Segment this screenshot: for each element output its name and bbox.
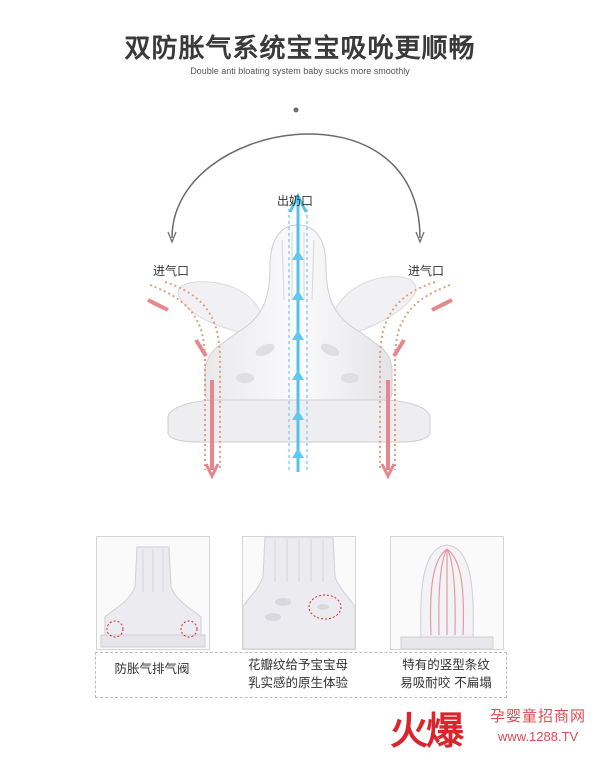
caption-petal: 花瓣纹给予宝宝母 乳实感的原生体验: [232, 656, 364, 692]
feature-thumb-stripes: [390, 536, 504, 650]
feature-captions-box: [95, 652, 507, 698]
air-inlet-right-label: 进气口: [408, 264, 445, 278]
valve-marker-left: [106, 620, 124, 638]
caption-valve: 防胀气排气阀: [114, 661, 190, 676]
watermark-logo: 火爆: [390, 708, 464, 753]
watermark-url: www.1288.TV: [498, 729, 579, 744]
feature-thumb-valve: [96, 536, 210, 650]
milk-outlet-label: 出奶口: [277, 194, 314, 208]
arc-left-arrowhead: [167, 231, 177, 244]
caption-stripes-line2: 易吸耐咬 不扁塌: [400, 675, 492, 690]
page-subtitle: Double anti bloating system baby sucks m…: [190, 66, 410, 76]
left-ghost-nipple: [177, 281, 263, 336]
valve-marker-right: [180, 620, 198, 638]
air-inlet-left-label: 进气口: [153, 264, 190, 278]
caption-stripes: 特有的竖型条纹 易吸耐咬 不扁塌: [384, 656, 508, 692]
caption-petal-line1: 花瓣纹给予宝宝母: [247, 657, 348, 672]
left-air-flow: [147, 281, 221, 480]
rotation-arc: [171, 133, 421, 239]
caption-petal-line2: 乳实感的原生体验: [247, 675, 348, 690]
arc-top-dot: [293, 107, 299, 113]
watermark-site-name: 孕婴童招商网: [490, 707, 587, 725]
page-title: 双防胀气系统宝宝吸吮更顺畅: [124, 34, 476, 64]
caption-stripes-line1: 特有的竖型条纹: [402, 657, 490, 672]
feature-thumb-petal: [242, 536, 356, 650]
milk-flow-chevrons: [292, 250, 304, 458]
right-air-flow: [379, 281, 453, 480]
right-ghost-nipple: [331, 276, 417, 337]
arc-right-arrowhead: [415, 231, 425, 244]
